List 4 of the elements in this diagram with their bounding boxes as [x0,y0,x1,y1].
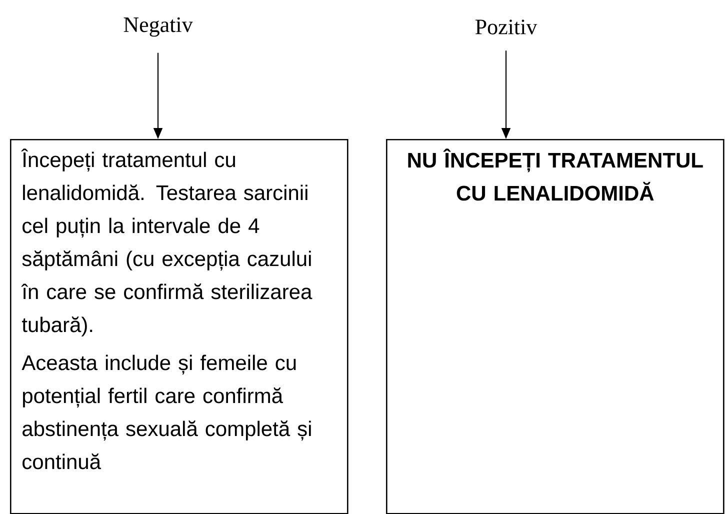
header-label: Negativ [124,17,193,37]
text-box: Începeți tratamentul cu lenalidomidă. Testarea sarcinii cel puțin la intervale de 4 săptămâni (cu excepția cazului în care se confirmă sterilizarea tubară). Aceasta include și femeile cu potențial fertil care confirmă abstinența sexuală completă și continuă [10,139,348,514]
text-box: NU ÎNCEPEȚI TRATAMENTUL CU LENALIDOMIDĂ [386,139,724,514]
header-label: Pozitiv [475,20,538,34]
